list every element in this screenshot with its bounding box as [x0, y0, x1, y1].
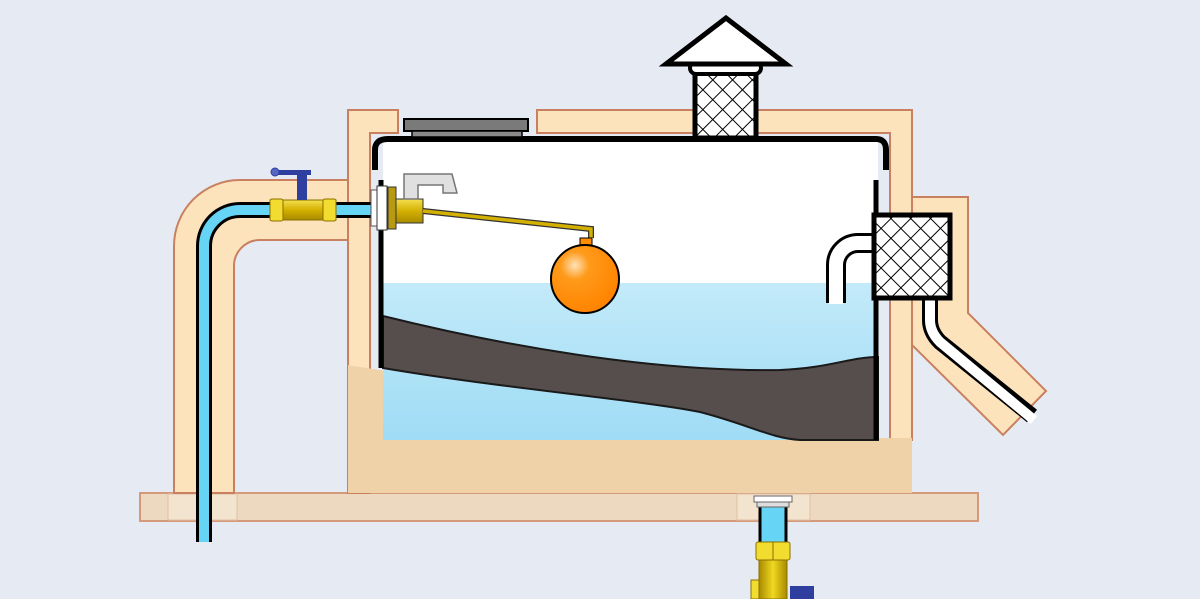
- outlet-valve-handle[interactable]: [790, 586, 814, 599]
- valve-handle-stem[interactable]: [297, 174, 307, 200]
- vent: [658, 14, 794, 141]
- overflow-filter: [871, 212, 953, 301]
- vent-cap: [658, 14, 794, 67]
- valve-knob[interactable]: [270, 167, 280, 177]
- float-spout: [403, 173, 458, 200]
- valve-lever[interactable]: [276, 170, 311, 175]
- vent-filter: [692, 67, 759, 141]
- float-valve: [370, 173, 620, 314]
- tank-wall: [372, 136, 889, 170]
- float-ball: [550, 244, 620, 314]
- inlet-pipe-insulation: [173, 179, 350, 494]
- outlet-valve[interactable]: [750, 541, 814, 599]
- tank-lid[interactable]: [403, 118, 529, 138]
- stop-valve[interactable]: [269, 167, 337, 222]
- tank: [372, 136, 889, 441]
- outlet-pipe: [753, 495, 793, 547]
- overflow-pipe: [826, 233, 1038, 424]
- base-board: [139, 492, 979, 522]
- inlet-pipe: [196, 202, 385, 542]
